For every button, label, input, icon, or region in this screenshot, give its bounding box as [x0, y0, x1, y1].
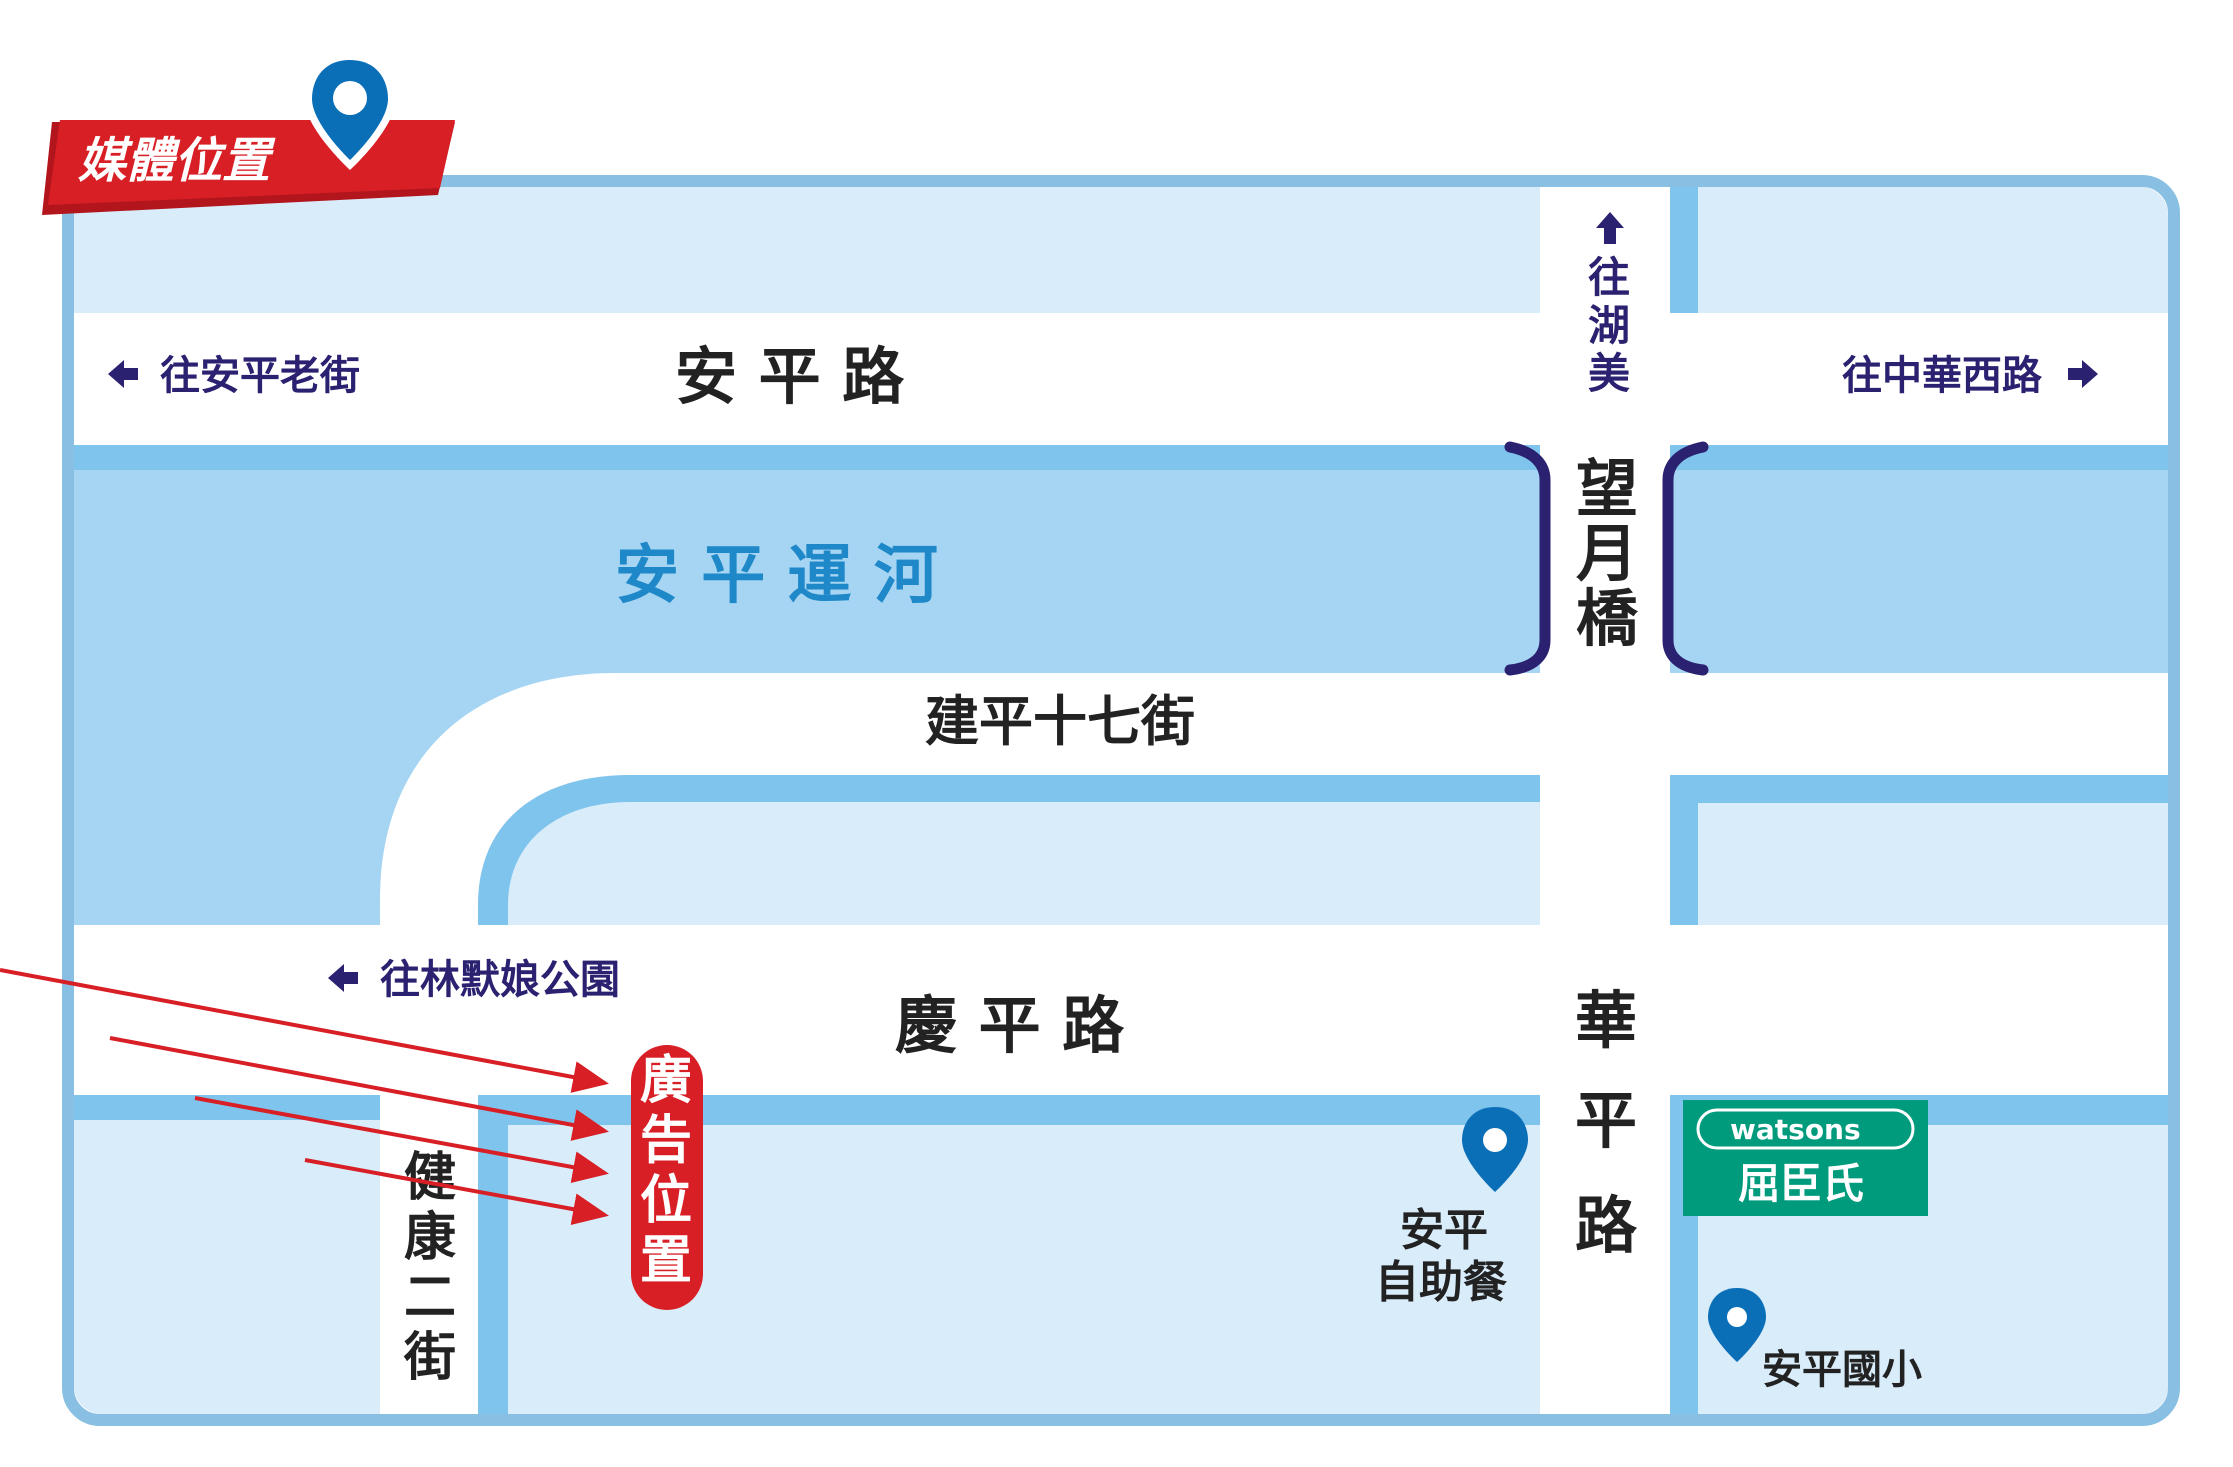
watsons-zh: 屈臣氏: [1738, 1159, 1864, 1208]
road-jianping-17: 建平十七街: [925, 690, 1195, 753]
canal-name: 安 平 運 河: [615, 539, 938, 613]
block-south-far-west: [74, 1120, 380, 1414]
watsons-en: watsons: [1730, 1113, 1861, 1146]
watsons-logo: watsons 屈臣氏: [1683, 1100, 1928, 1216]
road-jiankang-4: 街: [403, 1328, 456, 1388]
ad-location-marker[interactable]: 廣 告 位 置: [631, 1045, 703, 1310]
road-qingping: 慶 平 路: [895, 989, 1125, 1062]
bridge-name-2: 月: [1576, 517, 1638, 590]
block-north-west: [74, 187, 1540, 313]
canal-west: [74, 445, 1540, 470]
direction-lin-mo-niang: 往林默娘公園: [380, 957, 620, 1003]
block-south-far-west-edge: [74, 1095, 380, 1120]
canal-east-water: [1670, 470, 2168, 673]
red-arrow-icon: [109, 1036, 609, 1141]
road-huaping-3: 路: [1575, 1189, 1638, 1262]
direction-arrow-icon: [2068, 360, 2098, 388]
block-middle-west: [508, 802, 1540, 925]
direction-zhonghua-west: 往中華西路: [1842, 353, 2043, 399]
poi-buffet-line2: 自助餐: [1375, 1257, 1507, 1308]
location-pin-icon: [1708, 1288, 1766, 1362]
road-jiankang-3: 二: [404, 1268, 456, 1328]
ad-label-3: 位: [640, 1171, 692, 1231]
canal-west-water: [74, 470, 1540, 925]
road-huaping-2: 平: [1575, 1084, 1637, 1157]
red-arrow-icon: [194, 1096, 609, 1183]
red-arrow-icon: [304, 1158, 609, 1225]
direction-humei-3: 美: [1588, 349, 1630, 398]
bridge-right-bracket-icon: [1662, 441, 1709, 676]
red-arrow-icon: [0, 968, 609, 1093]
direction-old-street: 往安平老街: [160, 353, 360, 399]
direction-humei-1: 往: [1588, 253, 1630, 302]
direction-arrow-icon: [1596, 212, 1624, 244]
direction-humei-2: 湖: [1588, 301, 1630, 350]
bridge-name-3: 橋: [1576, 582, 1639, 655]
bridge-name-1: 望: [1576, 452, 1638, 525]
bridge-left-bracket-icon: [1504, 441, 1551, 676]
poi-school: 安平國小: [1762, 1347, 1922, 1393]
location-pin-icon: [304, 52, 396, 170]
location-pin-icon: [1462, 1107, 1528, 1192]
canal-east-edge: [1670, 445, 2168, 470]
ad-label-4: 置: [640, 1231, 692, 1291]
ad-label-2: 告: [640, 1111, 692, 1171]
map-frame: [62, 175, 2180, 1426]
road-huaping-1: 華: [1575, 984, 1637, 1057]
poi-buffet-line1: 安平: [1400, 1205, 1488, 1256]
block-middle-east: [1698, 803, 2168, 925]
direction-arrow-icon: [328, 964, 358, 992]
direction-arrow-icon: [108, 360, 138, 388]
road-jiankang-2: 康: [404, 1208, 456, 1268]
sidewalk-humei: [1670, 187, 1698, 313]
map-body: [74, 187, 2168, 1414]
road-anping: 安 平 路: [675, 340, 905, 413]
ad-label-1: 廣: [640, 1051, 692, 1111]
block-north-east: [1698, 187, 2168, 313]
header-title: 媒體位置: [78, 133, 276, 189]
